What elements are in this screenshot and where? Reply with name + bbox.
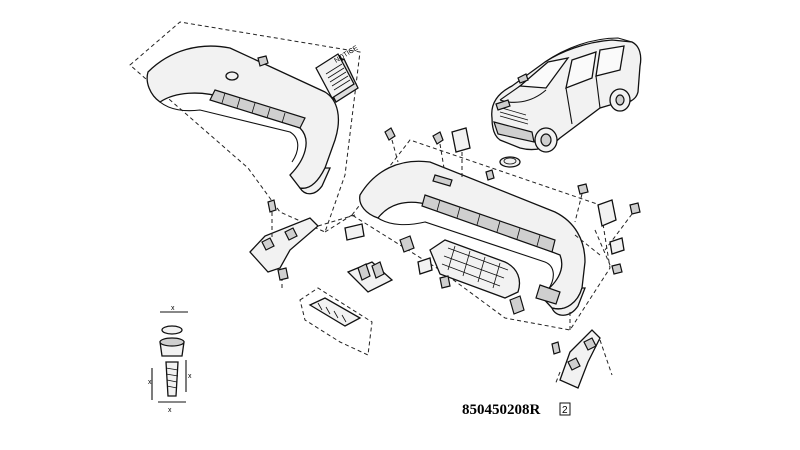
badge-number: 2 — [562, 405, 568, 416]
car-windshield — [518, 57, 570, 89]
car-front-wheel-hub — [540, 133, 552, 147]
inner-bumper-dashed-frame — [129, 21, 361, 233]
dimension-mark-1: x — [171, 305, 175, 312]
clip-strip-dashed-frame — [299, 287, 373, 356]
inner-bumper-inner-edge — [159, 101, 299, 163]
inner-bumper-rib-strip — [209, 89, 306, 129]
car-hood-lines — [499, 85, 547, 103]
inner-bumper-clip-top — [257, 55, 269, 67]
tow-cover-cap-shape — [499, 156, 521, 168]
inner-bumper-ribs — [221, 92, 286, 124]
clip-lower-left — [439, 275, 451, 289]
nut-right-3 — [611, 263, 623, 275]
car-roof — [544, 37, 633, 63]
bumper-insert — [429, 239, 521, 299]
car-headlight — [495, 99, 511, 111]
clip-kit-box — [346, 261, 394, 293]
clip-right-lower — [509, 295, 525, 315]
car-rear-wheel-hub — [615, 94, 625, 106]
car-grille — [499, 107, 529, 125]
right-bracket-tabs — [567, 337, 597, 371]
car-door-line — [565, 75, 601, 125]
top-clips — [384, 127, 495, 181]
main-bumper-lower-edge — [377, 217, 554, 291]
fastener-cap-top — [159, 337, 185, 347]
dimension-mark-3: x — [188, 373, 192, 380]
main-bumper-cover — [359, 160, 586, 310]
fastener-screw — [165, 361, 179, 397]
right-support-bracket — [551, 310, 613, 389]
inner-bumper-cover — [146, 45, 339, 189]
main-bumper-rib-strip — [421, 194, 556, 253]
car-side-window-front — [565, 51, 597, 90]
part-reference-number: 850450208R — [462, 402, 541, 418]
car-illustration — [491, 37, 642, 153]
right-fasteners — [574, 183, 641, 275]
right-bracket-body — [559, 329, 601, 389]
right-fasteners-leader — [574, 229, 611, 266]
fastener-screw-thread — [165, 367, 179, 389]
bolt-right-1-leader — [574, 193, 583, 223]
leader-upper-to-main — [324, 214, 353, 233]
clip-2 — [432, 131, 444, 145]
badge-box — [559, 402, 571, 416]
car-front-bumper-highlight — [493, 121, 535, 143]
right-bracket-bolt — [551, 341, 561, 355]
car-mirror — [517, 73, 529, 84]
bolt-right-1 — [577, 183, 589, 195]
clip-1 — [384, 127, 396, 141]
left-bracket-bolt — [267, 199, 277, 213]
notice-page-front — [315, 53, 355, 99]
left-bracket-nut — [277, 267, 289, 281]
main-bumper-side-bracket-right — [535, 284, 561, 305]
clip-3 — [485, 169, 495, 181]
clip-small-left — [399, 235, 415, 253]
bracket-right-1 — [597, 199, 617, 227]
clip-plate-left — [344, 223, 365, 241]
bracket-top — [451, 127, 471, 153]
clip-mid-left — [417, 257, 433, 275]
main-bumper-ribs — [436, 199, 541, 247]
right-bracket-leader — [554, 310, 613, 386]
clip-kit-contents — [357, 261, 385, 281]
fastener-detail: x x x x — [148, 305, 192, 414]
bolt-right-2-leader — [604, 213, 633, 251]
left-support-bracket — [249, 199, 356, 288]
clip-kit-box-shape — [346, 261, 394, 293]
main-bumper-dashed-frame — [351, 139, 611, 331]
notice-text-lines — [325, 63, 351, 91]
clip-1-leader — [391, 139, 399, 163]
inner-bumper-end — [298, 167, 332, 195]
clip-strip-slots — [317, 302, 347, 323]
left-bracket-body — [249, 217, 319, 273]
inner-bumper-group — [129, 21, 361, 233]
fastener-nut-top — [161, 325, 183, 335]
dimension-mark-4: x — [168, 407, 172, 414]
bracket-right-2 — [609, 237, 625, 255]
main-bumper-corner — [550, 287, 586, 316]
bolt-right-2 — [629, 202, 641, 215]
tow-cover-cap-inner — [503, 157, 517, 165]
left-clips — [344, 223, 525, 315]
dimension-mark-2: x — [148, 379, 152, 386]
bumper-insert-grid — [441, 245, 509, 289]
clip-strip-group — [299, 287, 373, 356]
clip-2-leader — [439, 143, 445, 169]
main-bumper-group — [351, 139, 611, 331]
tow-cover-cap — [499, 156, 521, 168]
inner-bumper-hole — [225, 71, 239, 81]
left-bracket-tabs — [261, 227, 298, 251]
main-bumper-reflector-slot — [432, 174, 453, 187]
car-side-window-rear — [595, 45, 625, 77]
